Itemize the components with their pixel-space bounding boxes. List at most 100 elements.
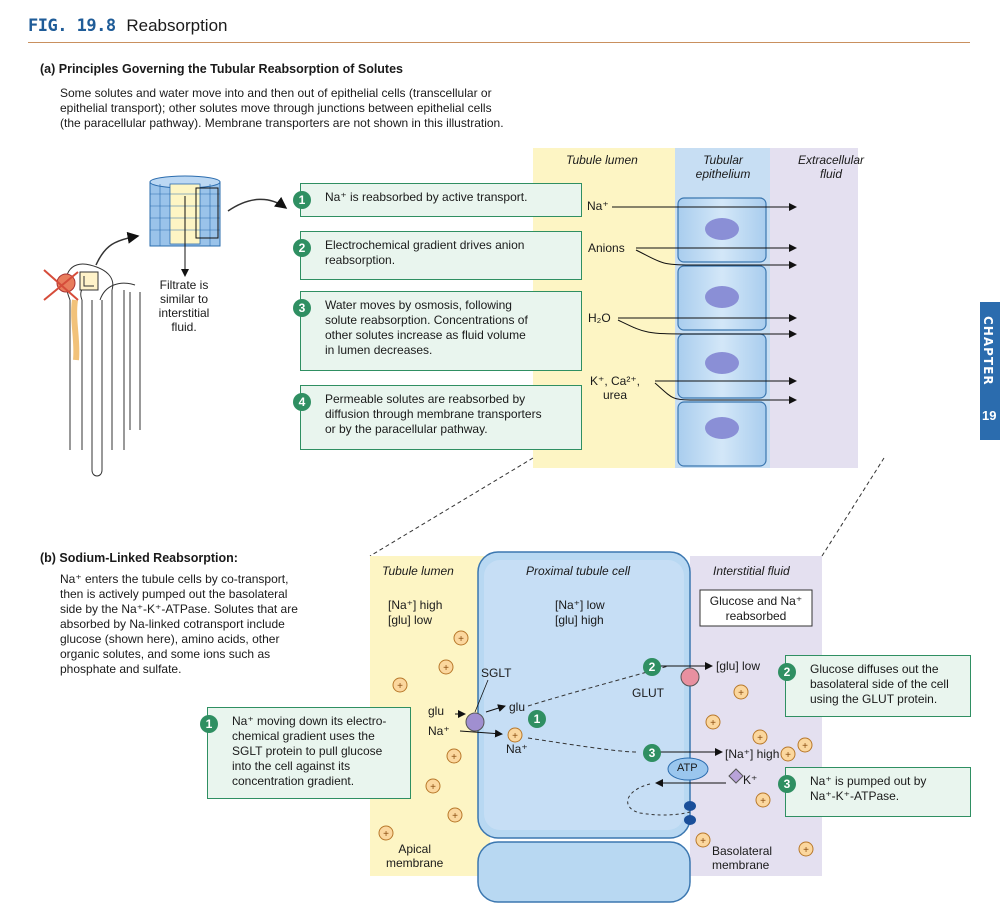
reabsorbed-line: Glucose and Na⁺ xyxy=(709,594,803,608)
part-a-intro: Some solutes and water move into and the… xyxy=(60,86,504,131)
svg-text:+: + xyxy=(785,750,791,761)
step-text: Permeable solutes are reabsorbed by xyxy=(325,392,526,406)
label-tubule-lumen-a: Tubule lumen xyxy=(566,153,638,167)
part-a-intro-line: epithelial transport); other solutes mov… xyxy=(60,101,492,115)
step-b1-box: 1 Na⁺ moving down its electro- chemical … xyxy=(200,707,411,799)
step-text: diffusion through membrane transporters xyxy=(325,407,542,421)
part-a-heading: (a) Principles Governing the Tubular Rea… xyxy=(40,62,404,76)
part-b-line: then is actively pumped out the basolate… xyxy=(60,587,288,601)
part-b-line: organic solutes, and some ions such as xyxy=(60,647,271,661)
step-b1-marker: 1 xyxy=(528,710,546,728)
label-tubular-epithelium: Tubular epithelium xyxy=(676,153,770,181)
figure-number: FIG. 19.8 xyxy=(28,16,116,36)
to-steps-arrow xyxy=(227,196,288,212)
step-a2-box: 2 Electrochemical gradient drives anion … xyxy=(293,231,582,280)
solute-urea: urea xyxy=(602,388,628,402)
part-b-line: Na⁺ enters the tubule cells by co-transp… xyxy=(60,572,289,586)
svg-text:+: + xyxy=(757,733,763,744)
step-b3-marker: 3 xyxy=(643,744,661,762)
svg-text:+: + xyxy=(760,796,766,807)
part-b-line: absorbed by Na-linked cotransport includ… xyxy=(60,617,285,631)
step-number: 4 xyxy=(293,393,311,411)
solute-anions: Anions xyxy=(588,241,625,255)
step-b3-box: 3 Na⁺ is pumped out by Na⁺-K⁺-ATPase. xyxy=(778,767,971,817)
svg-text:+: + xyxy=(451,752,457,763)
step-a4-box: 4 Permeable solutes are reabsorbed by di… xyxy=(293,385,582,450)
atp-pump xyxy=(667,757,709,781)
svg-text:+: + xyxy=(512,731,518,742)
svg-text:+: + xyxy=(452,811,458,822)
sodium-ions xyxy=(378,630,814,857)
step-text: Glucose diffuses out the xyxy=(810,662,939,676)
solute-k-ca-urea: K⁺, Ca²⁺, urea xyxy=(590,374,640,402)
step-text: Na⁺ is reabsorbed by active transport. xyxy=(325,190,528,204)
baso-line: Basolateral xyxy=(712,844,773,858)
step-text: into the cell against its xyxy=(232,759,351,773)
svg-text:+: + xyxy=(458,634,464,645)
label-glu-cell: glu xyxy=(509,700,526,714)
reabsorbed-note: Glucose and Na⁺ reabsorbed xyxy=(700,594,812,624)
label-glu-low: [glu] low xyxy=(716,659,761,673)
header-rule xyxy=(28,42,970,43)
svg-text:+: + xyxy=(430,782,436,793)
proximal-tubule-highlight xyxy=(71,299,80,361)
part-b-line: glucose (shown here), amino acids, other xyxy=(60,632,280,646)
lumen-glu-conc: [glu] low xyxy=(388,613,433,627)
svg-text:+: + xyxy=(397,681,403,692)
lumen-concentration: [Na⁺] high [glu] low xyxy=(388,598,442,628)
solute-k-ca: K⁺, Ca²⁺, xyxy=(590,374,641,388)
lumen-na-conc: [Na⁺] high xyxy=(388,598,443,612)
proximal-cell-lower xyxy=(477,841,691,903)
filtrate-line: fluid. xyxy=(171,320,197,334)
filtrate-line: interstitial xyxy=(158,306,210,320)
part-b-line: side by the Na⁺-K⁺-ATPase. Solutes that … xyxy=(60,602,298,616)
label-apical-membrane: Apical membrane xyxy=(386,842,443,870)
k-ion-icon xyxy=(728,768,744,784)
label-tubule-lumen-b: Tubule lumen xyxy=(382,564,454,578)
apical-line: membrane xyxy=(386,856,444,870)
solute-na: Na⁺ xyxy=(587,199,609,213)
svg-text:+: + xyxy=(738,688,744,699)
label-glut: GLUT xyxy=(632,686,665,700)
label-glu-lumen: glu xyxy=(428,704,445,718)
sglt-protein xyxy=(465,712,485,732)
step-number: 2 xyxy=(293,239,311,257)
label-ecf-2: fluid xyxy=(819,167,842,181)
step-number: 1 xyxy=(293,191,311,209)
label-basolateral-membrane: Basolateral membrane xyxy=(712,844,772,872)
filtrate-note: Filtrate is similar to interstitial flui… xyxy=(134,278,234,334)
part-b-line: phosphate and sulfate. xyxy=(60,662,182,676)
cell-glu-conc: [glu] high xyxy=(555,613,604,627)
step-a3-box: 3 Water moves by osmosis, following solu… xyxy=(293,291,582,371)
step-text: in lumen decreases. xyxy=(325,343,433,357)
chapter-tab-number: 19 xyxy=(982,408,997,423)
zoom-line-left xyxy=(369,457,534,557)
step-number: 1 xyxy=(200,715,218,733)
svg-text:+: + xyxy=(700,836,706,847)
label-proximal-cell: Proximal tubule cell xyxy=(526,564,631,578)
step-text: other solutes increase as fluid volume xyxy=(325,328,526,342)
svg-text:+: + xyxy=(710,718,716,729)
part-a-intro-line: Some solutes and water move into and the… xyxy=(60,86,492,100)
step-text: reabsorption. xyxy=(325,253,396,267)
filtrate-line: similar to xyxy=(159,292,208,306)
epithelial-cells xyxy=(677,197,767,467)
figure-header: FIG. 19.8 Reabsorption xyxy=(28,16,227,36)
step-text: or by the paracellular pathway. xyxy=(325,422,488,436)
step-text: Water moves by osmosis, following xyxy=(325,298,512,312)
label-na-high: [Na⁺] high xyxy=(725,747,780,761)
label-epithelium-1: Tubular xyxy=(703,153,743,167)
step-b2-marker: 2 xyxy=(643,658,661,676)
step-b2-box: 2 Glucose diffuses out the basolateral s… xyxy=(778,655,971,717)
step-text: solute reabsorption. Concentrations of xyxy=(325,313,528,327)
label-epithelium-2: epithelium xyxy=(695,167,751,181)
solute-h2o: H₂O xyxy=(588,311,611,325)
ecf-region-a xyxy=(770,148,858,468)
step-text: Na⁺-K⁺-ATPase. xyxy=(810,789,900,803)
label-ecf-1: Extracellular xyxy=(797,153,865,167)
filtrate-line: Filtrate is xyxy=(159,278,209,292)
step-text: basolateral side of the cell xyxy=(810,677,949,691)
svg-text:+: + xyxy=(802,741,808,752)
label-k: K⁺ xyxy=(743,773,758,787)
reabsorbed-line: reabsorbed xyxy=(725,609,787,623)
